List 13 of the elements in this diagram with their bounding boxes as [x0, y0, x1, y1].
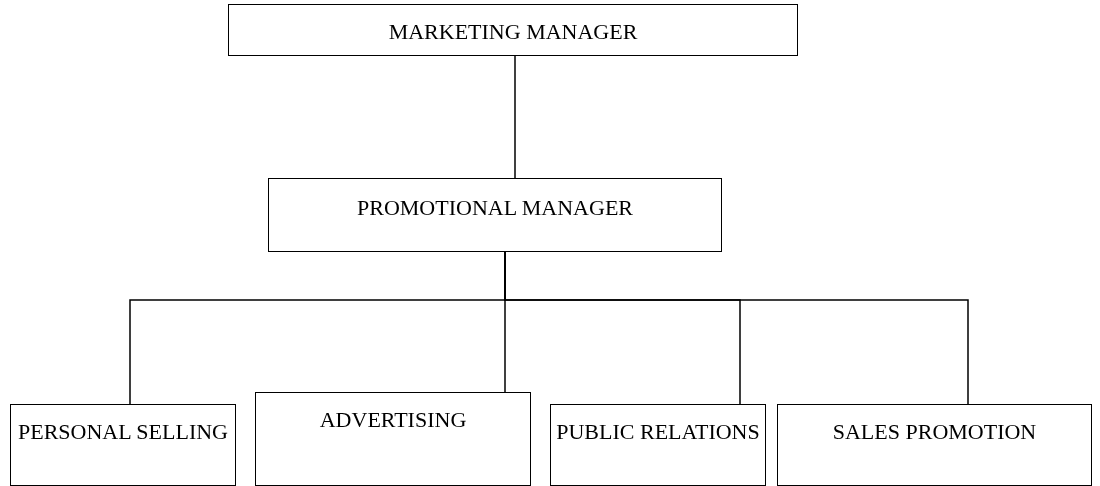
role-label: MARKETING MANAGER [388, 18, 638, 46]
role-label: PERSONAL SELLING [18, 418, 228, 446]
role-label: PUBLIC RELATIONS [556, 418, 760, 446]
role-label: ADVERTISING [319, 406, 467, 434]
org-box [550, 404, 766, 486]
connector-line [514, 55, 516, 179]
role-label: SALES PROMOTION [832, 418, 1037, 446]
org-box [255, 392, 531, 486]
org-box [268, 178, 722, 252]
org-box [10, 404, 236, 486]
role-label: PROMOTIONAL MANAGER [357, 194, 633, 222]
org-box [777, 404, 1092, 486]
org-box [228, 4, 798, 56]
